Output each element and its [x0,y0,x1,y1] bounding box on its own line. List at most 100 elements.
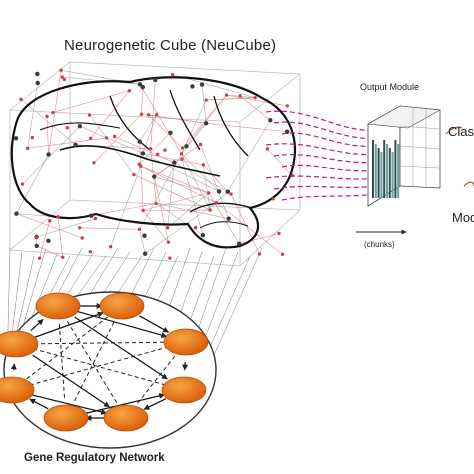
neuron-link [93,113,142,163]
neuron [20,182,25,186]
neuron-link [48,70,62,155]
output-bar [394,140,397,198]
projection-line [102,251,131,295]
neuron-link [79,227,140,230]
neuron [80,236,84,240]
neuron-link [79,125,144,154]
projection-line [62,251,95,303]
projection-line [15,255,35,339]
output-bar [374,144,377,198]
neuron [78,226,82,230]
projection-line [130,247,155,296]
neuron-link [139,114,157,142]
gene-dashed-edge [29,346,169,386]
neuron [140,84,146,90]
neuron [253,95,257,100]
neuron [137,82,143,87]
neuron [137,227,142,232]
output-link [273,154,379,164]
projection-line [179,251,203,314]
neuron-link [91,203,157,216]
neuron [163,148,167,152]
neuron-link [90,90,130,139]
chunks-axis-label: (chunks) [364,240,395,249]
neuron [112,134,117,139]
neuron [92,161,96,165]
neuron [165,226,170,230]
gene-edge [77,310,168,339]
neuron [87,113,92,117]
neuron [168,256,172,260]
neuron [268,118,273,123]
neuron-connections [16,69,293,259]
neuron [170,72,175,77]
neuron-link [39,220,51,259]
neuron [14,211,19,216]
output-link [273,121,379,140]
neuron-link [181,159,204,236]
neuron-link [52,90,130,113]
neuron [62,77,67,82]
neuron-link [143,192,209,211]
neuron [204,98,208,102]
output-bar [397,144,400,198]
neuron-link [150,79,156,149]
neuron [45,114,49,119]
neuron-link [156,203,204,236]
neuron [180,146,185,150]
neuron-link [267,148,293,176]
neuron-link [216,202,283,255]
neuron [236,241,242,247]
gene-edge [34,311,104,338]
neuron [203,121,209,126]
neuron [200,233,206,238]
neuron [137,139,142,144]
neuron-link [57,216,64,258]
gene-edge [85,392,166,414]
gene-node [161,376,207,404]
output-module-title: Output Module [360,82,420,92]
neuron-link [139,141,144,211]
projection-line [116,255,143,295]
projection-line [168,247,191,308]
neuron-link [181,153,220,192]
neuron [88,250,92,254]
output-link [281,132,379,148]
neuron-link [206,123,288,133]
gene-dashed-edge [58,323,66,401]
projection-line [197,247,227,330]
neuron-link [139,153,182,230]
projection-line [209,255,251,349]
neuron [140,151,146,156]
brain-outline [10,76,296,249]
neuron [34,243,39,249]
neuron [88,136,93,140]
neuron [77,124,83,129]
neuron-link [216,191,228,203]
output-link [281,164,379,172]
neuron-link [167,162,175,228]
neuron [172,160,177,165]
neuron-link [181,153,211,211]
neuron [154,201,159,206]
neuron [265,147,270,151]
neuron [65,126,69,130]
output-bar [380,152,383,198]
neuron [108,245,113,249]
neuron-link [16,213,83,239]
projection-line [212,247,263,359]
gene-node [0,376,35,404]
neuron [152,174,157,179]
gene-dashed-edge [33,348,167,386]
neuron [199,82,205,87]
neuron [59,68,63,72]
neuron-link [142,153,204,166]
neuron [179,152,184,156]
neuron-link [114,136,175,163]
neuron [280,252,285,256]
neuron [141,208,145,213]
neuron-link [154,176,209,194]
neuron [216,189,222,194]
neuron-link [144,202,217,254]
